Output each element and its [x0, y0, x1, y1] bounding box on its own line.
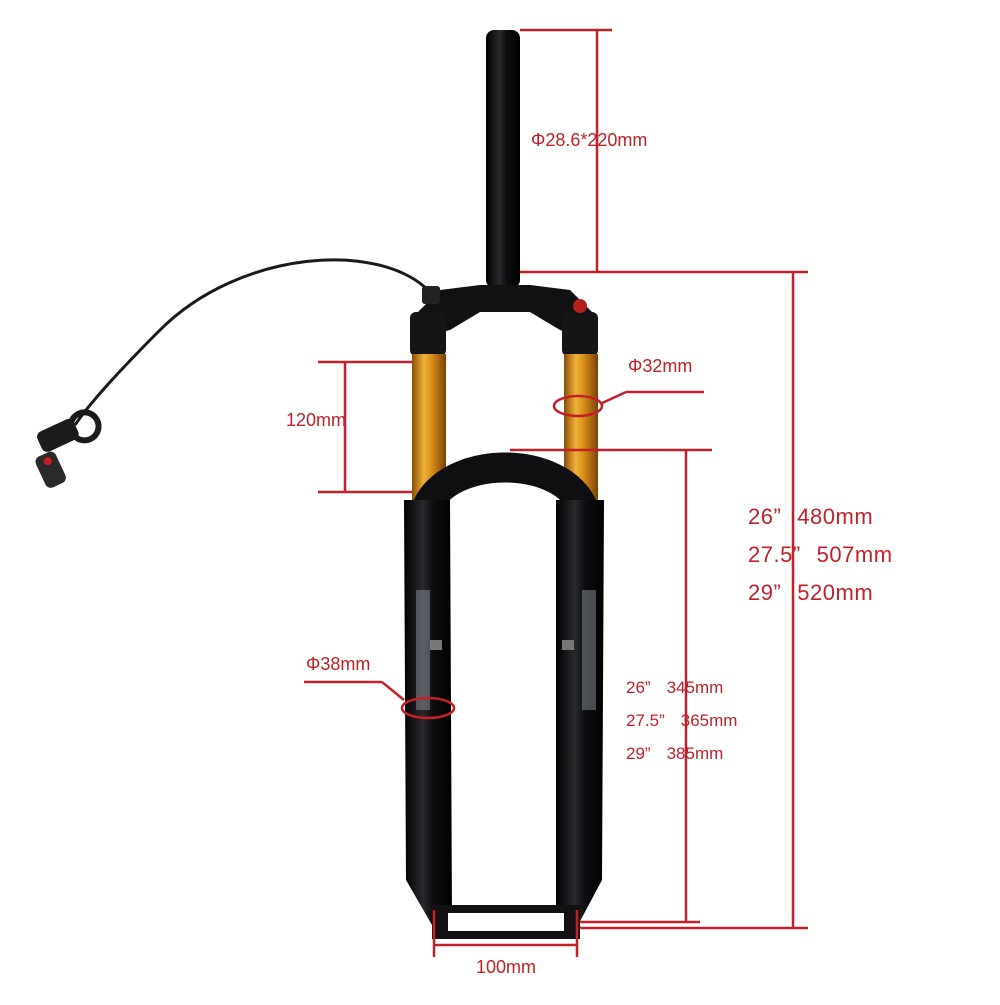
crown-to-axle-value: 385mm	[666, 744, 724, 763]
lockout-cable	[73, 258, 432, 426]
crown-to-axle-value: 345mm	[666, 678, 724, 697]
crown-to-axle-27-5: 27.5” 365mm	[626, 711, 737, 731]
total-length-value: 507mm	[816, 542, 893, 567]
total-length-wheel: 26”	[748, 504, 782, 529]
total-length-value: 520mm	[797, 580, 874, 605]
steerer-dimension-label: Φ28.6*220mm	[531, 130, 648, 150]
total-length-wheel: 27.5”	[748, 542, 801, 567]
crown-to-axle-29: 29” 385mm	[626, 744, 737, 764]
crown	[412, 285, 598, 340]
total-length-value: 480mm	[797, 504, 874, 529]
stanchion-diameter-label: Φ32mm	[628, 356, 693, 376]
travel-label: 120mm	[286, 410, 347, 430]
crown-to-axle-wheel: 26”	[626, 678, 651, 697]
crown-to-axle-value: 365mm	[680, 711, 738, 730]
steerer-tube	[486, 30, 520, 288]
crown-to-axle-wheel: 29”	[626, 744, 651, 763]
lower-diameter-label: Φ38mm	[306, 654, 371, 674]
total-length-29: 29” 520mm	[748, 580, 893, 606]
total-length-27-5: 27.5” 507mm	[748, 542, 893, 568]
fork-arch	[408, 452, 602, 520]
right-lower-leg	[556, 500, 604, 925]
total-length-26: 26” 480mm	[748, 504, 893, 530]
total-length-wheel: 29”	[748, 580, 782, 605]
crown-to-axle-26: 26” 345mm	[626, 678, 737, 698]
total-length-list: 26” 480mm 27.5” 507mm 29” 520mm	[748, 504, 893, 606]
lockout-remote	[35, 409, 102, 488]
left-lower-leg	[404, 500, 452, 925]
crown-to-axle-wheel: 27.5”	[626, 711, 665, 730]
axle-width-label: 100mm	[476, 957, 537, 977]
crown-to-axle-list: 26” 345mm 27.5” 365mm 29” 385mm	[626, 678, 737, 764]
